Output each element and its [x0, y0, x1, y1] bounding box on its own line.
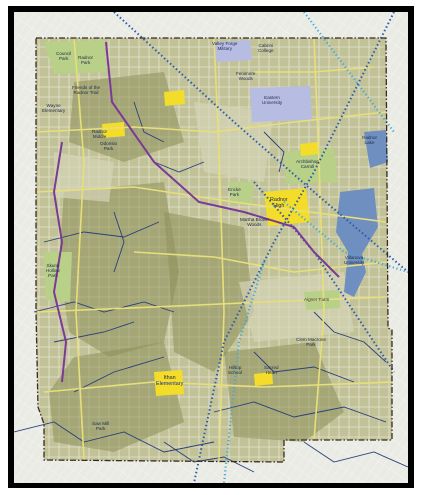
label-fenimore-woods: Fenimore Woods [236, 71, 256, 81]
township-boundary [35, 37, 393, 463]
label-wayne-elementary: Wayne Elementary [42, 103, 66, 113]
water-area [336, 188, 378, 297]
university-area-valley-forge [214, 40, 252, 62]
label-eastern-university: Eastern University [262, 95, 283, 105]
radnor-trail [52, 41, 340, 383]
label-valley-forge-military: Valley Forge Military [212, 41, 238, 51]
woods-area-north [69, 72, 184, 162]
school-area [164, 90, 185, 106]
label-radnor-lake: Radnor Lake [362, 135, 378, 145]
label-hilltop-school: Hilltop School [228, 365, 243, 375]
label-archbishop-carroll: Archbishop Carroll [296, 159, 319, 169]
label-cabrini-college: Cabrini College [258, 43, 274, 53]
label-clem-macrone-park: Clem Macrone Park [296, 337, 326, 347]
streams [14, 101, 408, 473]
developed-area [239, 272, 354, 342]
label-radnor-park: Radnor Park [78, 55, 94, 65]
woods-area-central [164, 212, 254, 372]
label-martha-brown-woods: Martha Brown Woods [240, 217, 269, 227]
label-friends-of-the-radnor-trail: Friends of the Radnor Trail [72, 85, 101, 95]
park-area [229, 182, 254, 204]
label-radnor-high: Radnor High [270, 197, 288, 209]
label-encke-park: Encke Park [228, 187, 241, 197]
park-area [44, 252, 72, 302]
label-villanova-university: Villanova University [344, 255, 365, 265]
map-viewport[interactable]: Valley Forge Military Cabrini College Fe… [14, 12, 408, 483]
developed-area [194, 102, 274, 182]
water-area [364, 130, 388, 168]
label-skunk-hollow-park: Skunk Hollow Park [46, 263, 60, 278]
woods-area-west [59, 182, 179, 357]
school-area [300, 142, 319, 156]
roads [35, 37, 393, 461]
label-aigner-farm: Aigner Farm [304, 297, 330, 302]
aqueduct-lines [222, 12, 408, 483]
label-saw-mill-park: Saw Mill Park [92, 421, 110, 431]
park-area [284, 147, 338, 184]
label-ithan-elementary: Ithan Elementary [156, 375, 184, 387]
map-canvas[interactable] [14, 12, 408, 483]
university-area-eastern [250, 86, 312, 122]
label-odorisio-park: Odorisio Park [100, 141, 118, 151]
label-sacred-heart: Sacred Heart [264, 365, 279, 375]
label-radnor-middle: Radnor Middle [92, 129, 108, 139]
school-area [254, 372, 273, 386]
label-council-park: Council Park [56, 51, 72, 61]
school-area [102, 122, 125, 138]
rail-lines [113, 12, 408, 483]
